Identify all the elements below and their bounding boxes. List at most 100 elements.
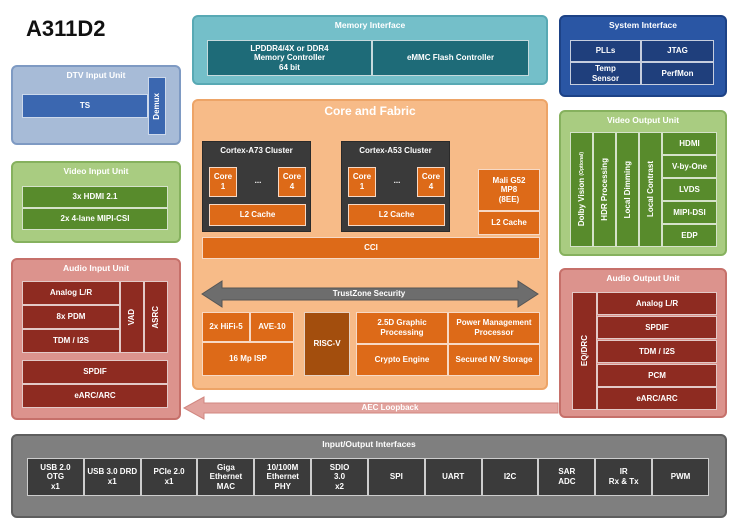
- riscv-block: RISC-V: [304, 312, 350, 376]
- io-spi: SPI: [367, 458, 425, 496]
- vbyone-block: V-by-One: [662, 155, 717, 178]
- memory-interface-title: Memory Interface: [334, 20, 406, 30]
- mipi-dsi-block: MIPI-DSI: [662, 201, 717, 224]
- audio-input-unit: Audio Input Unit Analog L/R 8x PDM TDM /…: [11, 258, 181, 420]
- chip-title: A311D2: [26, 16, 106, 41]
- tdm-i2s-output-block: TDM / I2S: [597, 340, 717, 363]
- local-contrast-block: Local Contrast: [639, 132, 662, 247]
- dolby-vision-label: Dolby Vision (Optional): [577, 152, 587, 226]
- system-interface-unit: System Interface PLLs JTAG Temp Sensor P…: [559, 15, 727, 97]
- core-fabric-title: Core and Fabric: [324, 104, 416, 118]
- io-usb2-otg: USB 2.0 OTG x1: [27, 458, 84, 496]
- hdr-processing-label: HDR Processing: [599, 158, 609, 221]
- mali-gpu-block: Mali G52 MP8 (8EE): [478, 169, 540, 211]
- memory-controller-block: LPDDR4/4X or DDR4 Memory Controller 64 b…: [207, 40, 372, 76]
- io-ir: IR Rx & Tx: [595, 458, 653, 496]
- plls-block: PLLs: [570, 40, 641, 62]
- a73-l2-cache-block: L2 Cache: [209, 204, 306, 226]
- demux-label: Demux: [152, 92, 162, 120]
- jtag-block: JTAG: [641, 40, 714, 62]
- a53-cluster-title: Cortex-A53 Cluster: [359, 146, 432, 155]
- perfmon-block: PerfMon: [641, 62, 714, 85]
- io-sar-adc: SAR ADC: [538, 458, 596, 496]
- mali-l2-cache-block: L2 Cache: [478, 211, 540, 235]
- a73-cluster: Cortex-A73 Cluster Core 1 ... Core 4 L2 …: [202, 141, 311, 232]
- io-i2c: I2C: [481, 458, 539, 496]
- io-interfaces-unit: Input/Output Interfaces USB 2.0 OTG x1 U…: [11, 434, 727, 518]
- local-contrast-label: Local Contrast: [645, 161, 655, 218]
- io-sdio: SDIO 3.0 x2: [311, 458, 368, 496]
- dtv-input-unit: DTV Input Unit TS Demux: [11, 65, 181, 145]
- crypto-engine-block: Crypto Engine: [356, 344, 448, 376]
- audio-output-unit: Audio Output Unit EQ/DRC Analog L/R SPDI…: [559, 268, 727, 418]
- earc-output-block: eARC/ARC: [597, 387, 717, 410]
- local-dimming-block: Local Dimming: [616, 132, 639, 247]
- demux-block: Demux: [148, 77, 166, 135]
- lvds-block: LVDS: [662, 178, 717, 201]
- vad-label: VAD: [127, 308, 137, 326]
- audio-input-title: Audio Input Unit: [62, 263, 130, 273]
- hdmi-input-block: 3x HDMI 2.1: [22, 186, 168, 208]
- emmc-controller-block: eMMC Flash Controller: [372, 40, 529, 76]
- edp-block: EDP: [662, 224, 717, 247]
- a53-core4-block: Core 4: [417, 167, 445, 197]
- io-usb3-drd: USB 3.0 DRD x1: [83, 458, 141, 496]
- temp-sensor-block: Temp Sensor: [570, 62, 641, 85]
- io-pwm: PWM: [652, 458, 709, 496]
- aec-loopback-label: AEC Loopback: [361, 403, 419, 413]
- a53-dots: ...: [393, 176, 401, 186]
- aec-loopback-arrow: [182, 396, 559, 420]
- a53-core1-block: Core 1: [348, 167, 376, 197]
- audio-output-title: Audio Output Unit: [606, 273, 680, 283]
- video-output-unit: Video Output Unit Dolby Vision (Optional…: [559, 110, 727, 256]
- cci-bus: CCI: [202, 237, 540, 259]
- ts-block: TS: [22, 94, 148, 118]
- io-uart: UART: [424, 458, 482, 496]
- spdif-input-block: SPDIF: [22, 360, 168, 384]
- eq-drc-block: EQ/DRC: [572, 292, 597, 410]
- core-fabric-unit: Core and Fabric Cortex-A73 Cluster Core …: [192, 99, 548, 390]
- hdmi-output-block: HDMI: [662, 132, 717, 155]
- pcm-output-block: PCM: [597, 364, 717, 387]
- video-input-title: Video Input Unit: [63, 166, 129, 176]
- eq-drc-label: EQ/DRC: [579, 335, 589, 367]
- trustzone-label: TrustZone Security: [332, 289, 406, 299]
- a73-core1-block: Core 1: [209, 167, 237, 197]
- analog-lr-input-block: Analog L/R: [22, 281, 120, 305]
- local-dimming-label: Local Dimming: [622, 160, 632, 219]
- dolby-optional-note: (Optional): [578, 152, 585, 177]
- memory-interface-unit: Memory Interface LPDDR4/4X or DDR4 Memor…: [192, 15, 548, 85]
- hifi5-block: 2x HiFi-5: [202, 312, 250, 342]
- asrc-label: ASRC: [151, 305, 161, 329]
- io-pcie2: PCIe 2.0 x1: [140, 458, 198, 496]
- dolby-vision-text: Dolby Vision: [576, 178, 586, 227]
- trustzone-arrow: [201, 280, 539, 308]
- io-ethernet-phy: 10/100M Ethernet PHY: [254, 458, 312, 496]
- video-input-unit: Video Input Unit 3x HDMI 2.1 2x 4-lane M…: [11, 161, 181, 243]
- hdr-processing-block: HDR Processing: [593, 132, 616, 247]
- io-interfaces-title: Input/Output Interfaces: [322, 439, 416, 449]
- io-giga-ethernet-mac: Giga Ethernet MAC: [197, 458, 255, 496]
- pdm-input-block: 8x PDM: [22, 305, 120, 329]
- dtv-input-title: DTV Input Unit: [66, 70, 126, 80]
- power-mgmt-processor-block: Power Management Processor: [448, 312, 540, 344]
- mipi-csi-block: 2x 4-lane MIPI-CSI: [22, 208, 168, 230]
- system-interface-title: System Interface: [608, 20, 678, 30]
- isp-block: 16 Mp ISP: [202, 342, 294, 376]
- a73-dots: ...: [254, 176, 262, 186]
- ave10-block: AVE-10: [250, 312, 294, 342]
- spdif-output-block: SPDIF: [597, 316, 717, 339]
- analog-lr-output-block: Analog L/R: [597, 292, 717, 315]
- tdm-i2s-input-block: TDM / I2S: [22, 329, 120, 353]
- secured-nv-storage-block: Secured NV Storage: [448, 344, 540, 376]
- video-output-title: Video Output Unit: [606, 115, 680, 125]
- io-items-row: USB 2.0 OTG x1 USB 3.0 DRD x1 PCIe 2.0 x…: [27, 458, 709, 496]
- a73-cluster-title: Cortex-A73 Cluster: [220, 146, 293, 155]
- a53-cluster: Cortex-A53 Cluster Core 1 ... Core 4 L2 …: [341, 141, 450, 232]
- earc-input-block: eARC/ARC: [22, 384, 168, 408]
- a53-l2-cache-block: L2 Cache: [348, 204, 445, 226]
- asrc-block: ASRC: [144, 281, 168, 353]
- graphic-processing-block: 2.5D Graphic Processing: [356, 312, 448, 344]
- dolby-vision-block: Dolby Vision (Optional): [570, 132, 593, 247]
- vad-block: VAD: [120, 281, 144, 353]
